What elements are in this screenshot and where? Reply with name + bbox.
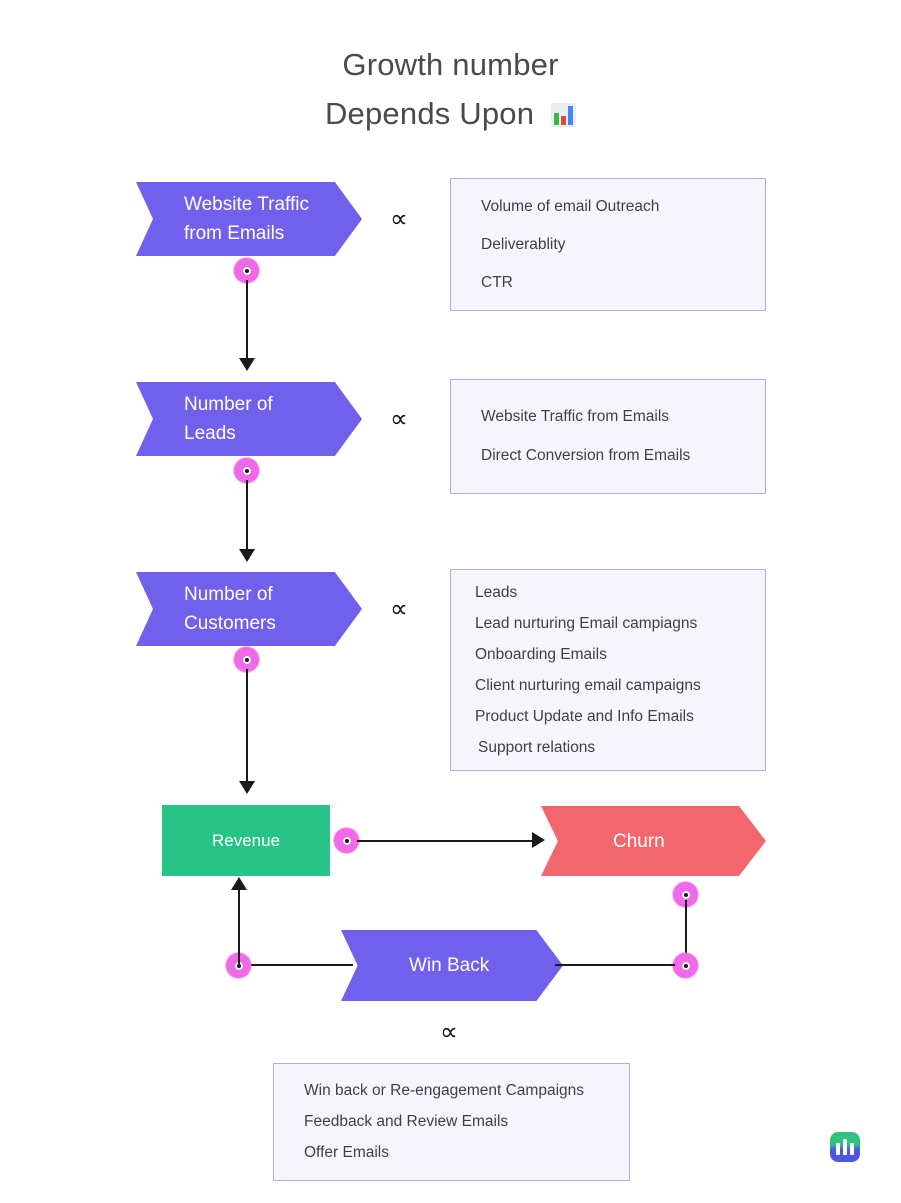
connector-line-winback-right [555, 963, 675, 966]
infobox-row: Lead nurturing Email campiagns [475, 614, 698, 632]
proportional-symbol-4: ∝ [440, 1017, 458, 1046]
node-number-of-leads-label: Number of Leads [184, 394, 273, 444]
logo-bar-1 [836, 1143, 840, 1155]
infobox-row: CTR [481, 273, 513, 291]
infobox-row: Offer Emails [304, 1144, 389, 1161]
connector-dot-customers[interactable] [234, 647, 259, 672]
node-website-traffic[interactable]: Website Traffic from Emails [136, 182, 362, 256]
arrow-right-revenue-to-churn [532, 832, 545, 848]
infobox-row: Client nurturing email campaigns [475, 676, 701, 694]
connector-line-revenue-to-churn [357, 839, 537, 842]
connector-dot-revenue-out[interactable] [334, 828, 359, 853]
arrow-up-winback-to-revenue [230, 877, 247, 890]
node-website-traffic-label: Website Traffic from Emails [184, 194, 309, 244]
node-churn[interactable]: Churn [541, 806, 766, 876]
connector-line-customers-to-revenue [245, 669, 248, 784]
infobox-row: Feedback and Review Emails [304, 1113, 509, 1130]
infobox-row: Win back or Re-engagement Campaigns [304, 1082, 584, 1099]
node-win-back-label: Win Back [409, 955, 490, 976]
connector-line-traffic-to-leads [245, 280, 248, 361]
infobox-customers-factors: Leads Lead nurturing Email campiagns Onb… [450, 569, 766, 771]
node-win-back[interactable]: Win Back [341, 930, 563, 1001]
node-revenue[interactable]: Revenue [162, 805, 330, 876]
logo-bar-2 [843, 1139, 847, 1155]
miro-logo [830, 1132, 860, 1162]
bar-chart-emoji [551, 103, 577, 127]
proportional-symbol-2: ∝ [390, 404, 408, 433]
title-line-2-wrapper: Depends Upon [0, 89, 901, 138]
infobox-leads-factors: Website Traffic from Emails Direct Conve… [450, 379, 766, 494]
connector-line-churn-to-winback [684, 900, 687, 966]
arrow-down-leads-to-customers [238, 549, 255, 562]
infobox-row: Volume of email Outreach [481, 197, 660, 215]
node-revenue-label: Revenue [211, 830, 281, 850]
node-number-of-customers-label: Number of Customers [184, 584, 276, 634]
arrow-down-customers-to-revenue [238, 781, 255, 794]
infobox-row: Website Traffic from Emails [481, 408, 670, 425]
node-number-of-leads[interactable]: Number of Leads [136, 382, 362, 456]
arrow-down-traffic-to-leads [238, 358, 255, 371]
infobox-website-traffic-factors: Volume of email Outreach Deliverablity C… [450, 178, 766, 311]
connector-line-winback-to-revenue [237, 890, 240, 964]
infobox-row: Product Update and Info Emails [475, 707, 694, 725]
infobox-row: Deliverablity [481, 235, 566, 253]
page-title: Growth number Depends Upon [0, 40, 901, 138]
node-number-of-customers[interactable]: Number of Customers [136, 572, 362, 646]
infobox-row: Onboarding Emails [475, 645, 607, 663]
proportional-symbol-3: ∝ [390, 594, 408, 623]
connector-line-leads-to-customers [245, 480, 248, 552]
infobox-row: Leads [475, 583, 518, 601]
connector-dot-winback-right[interactable] [673, 953, 698, 978]
title-line-2: Depends Upon [324, 96, 535, 131]
node-churn-label: Churn [613, 830, 665, 852]
infobox-winback-factors: Win back or Re-engagement Campaigns Feed… [273, 1063, 630, 1181]
infobox-row: Support relations [478, 738, 596, 756]
infobox-row: Direct Conversion from Emails [481, 447, 691, 464]
connector-line-winback-left [249, 963, 353, 966]
proportional-symbol-1: ∝ [390, 204, 408, 233]
logo-bar-3 [850, 1143, 854, 1155]
title-line-1: Growth number [342, 47, 559, 82]
